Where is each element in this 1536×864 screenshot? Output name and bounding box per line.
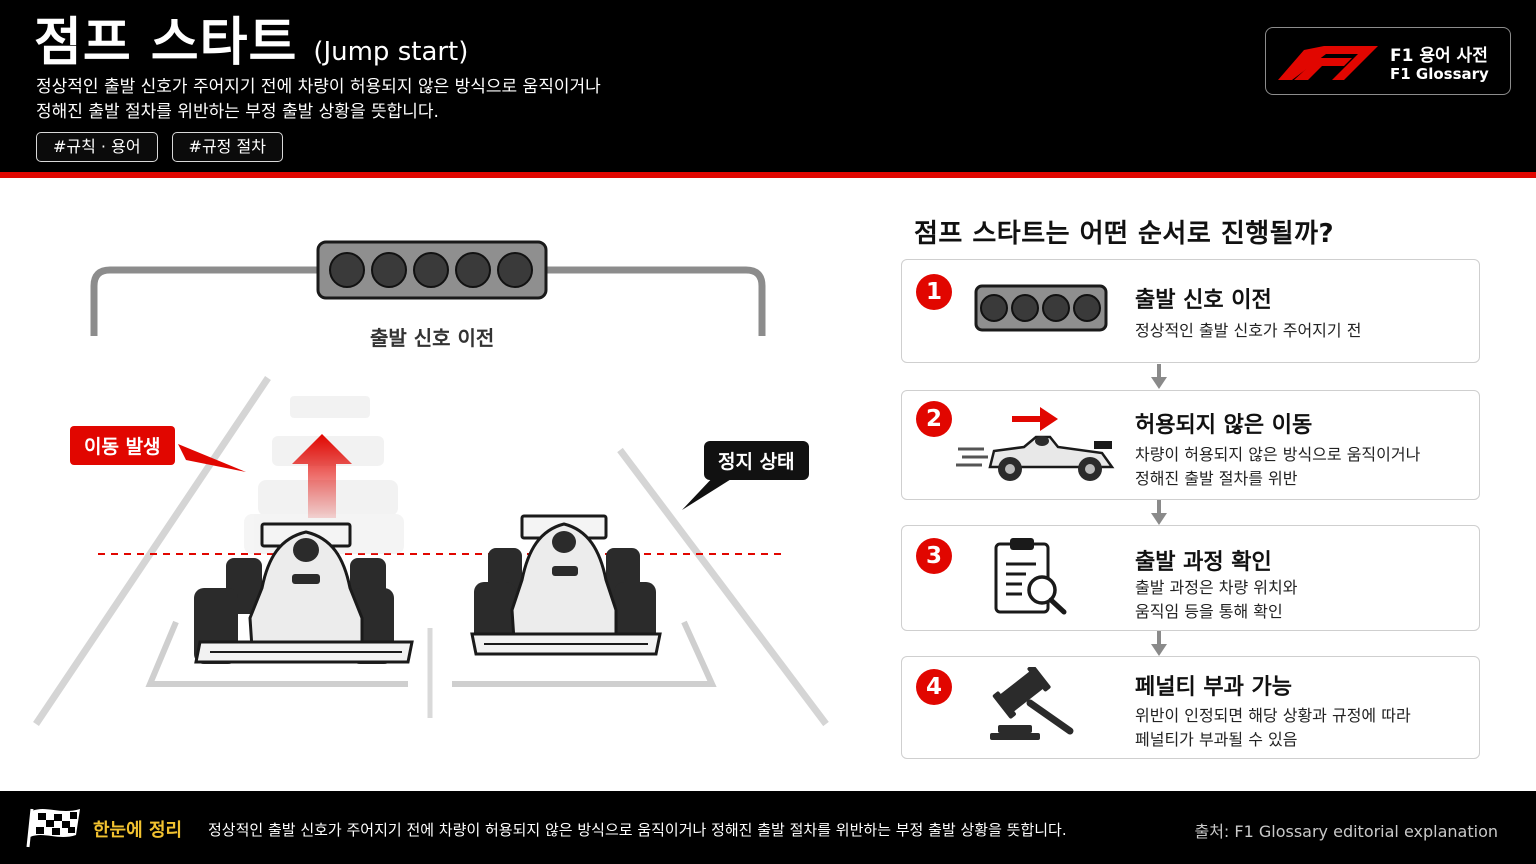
- start-lights-icon: [316, 240, 548, 300]
- step-card-4: 4 페널티 부과 가능 위반이 인정되면 해당 상황과 규정에 따라 페널티가 …: [901, 656, 1480, 759]
- step-heading-3: 출발 과정 확인: [1135, 550, 1272, 575]
- step-heading-2: 허용되지 않은 이동: [1135, 413, 1313, 438]
- step-description-4-line-1: 위반이 인정되면 해당 상황과 규정에 따라: [1135, 706, 1411, 725]
- step-description-4-line-2: 페널티가 부과될 수 있음: [1135, 730, 1298, 749]
- jump-start-illustration: 출발 신호 이전 이동 발생 정지 상태: [0, 178, 880, 790]
- step-description-2-line-1: 차량이 허용되지 않은 방식으로 움직이거나: [1135, 445, 1421, 464]
- moving-car: [194, 522, 414, 664]
- glossary-badge: F1 용어 사전 F1 Glossary: [1265, 27, 1511, 95]
- checkered-flag-icon: [26, 808, 80, 848]
- step-arrow-3: [1151, 631, 1167, 656]
- stopped-car: [470, 514, 662, 656]
- header-divider: [0, 172, 1536, 178]
- term-description: 정상적인 출발 신호가 주어지기 전에 차량이 허용되지 않은 방식으로 움직이…: [36, 75, 676, 125]
- page-title: 점프 스타트: [34, 13, 298, 73]
- step-number-4: 4: [916, 669, 952, 705]
- gavel-icon: [990, 667, 1074, 740]
- bubble-tail-move: [178, 444, 246, 472]
- clipboard-search-icon: [994, 538, 1067, 615]
- step-arrow-1: [1151, 364, 1167, 389]
- grid-scene: [33, 240, 829, 727]
- step-heading-4: 페널티 부과 가능: [1135, 675, 1292, 700]
- step-description-3-line-2: 움직임 등을 통해 확인: [1135, 602, 1283, 621]
- step-description-3-line-1: 출발 과정은 차량 위치와: [1135, 578, 1298, 597]
- bubble-tail-stop: [682, 474, 736, 510]
- step-number-3: 3: [916, 538, 952, 574]
- start-lights-icon: [974, 284, 1108, 332]
- grid-box-right: [452, 620, 717, 687]
- track-edge-left: [33, 376, 271, 726]
- glossary-title: F1 용어 사전: [1390, 46, 1488, 66]
- footer-summary-text: 정상적인 출발 신호가 주어지기 전에 차량이 허용되지 않은 방식으로 움직이…: [208, 821, 1067, 839]
- f1-logo-icon: [1278, 46, 1378, 80]
- lights-label: 출발 신호 이전: [370, 326, 495, 350]
- step-card-3: 3 출발 과정 확인 출발 과정은 차량 위치와 움직임 등을 통해 확인: [901, 525, 1480, 631]
- moving-callout: 이동 발생: [70, 426, 175, 465]
- step-card-2: 2 허용되지 않은 이동 차량이 허용되지 않은 방식으로 움직이거나 정해진 …: [901, 390, 1480, 500]
- moving-car-icon: [956, 407, 1115, 481]
- description-line-2: 정해진 출발 절차를 위반하는 부정 출발 상황을 뜻합니다.: [36, 102, 439, 122]
- step-arrow-2: [1151, 500, 1167, 525]
- footer-source: 출처: F1 Glossary editorial explanation: [1194, 822, 1498, 841]
- glossary-subtitle: F1 Glossary: [1390, 65, 1489, 83]
- step-description-2-line-2: 정해진 출발 절차를 위반: [1135, 469, 1298, 488]
- track-edge-right: [617, 447, 829, 727]
- stopped-callout: 정지 상태: [704, 441, 809, 480]
- step-card-1: 1 출발 신호 이전 정상적인 출발 신호가 주어지기 전: [901, 259, 1480, 363]
- page-title-english: (Jump start): [313, 37, 469, 67]
- step-heading-1: 출발 신호 이전: [1135, 288, 1272, 313]
- forward-arrow-icon: [292, 434, 352, 518]
- grid-box-left: [145, 620, 408, 687]
- tag-procedure[interactable]: #규정 절차: [171, 132, 283, 162]
- header: 점프 스타트 (Jump start) 정상적인 출발 신호가 주어지기 전에 …: [0, 0, 1536, 172]
- step-description-1: 정상적인 출발 신호가 주어지기 전: [1135, 321, 1362, 340]
- footer-summary-label: 한눈에 정리: [93, 820, 183, 841]
- footer-summary-bar: 한눈에 정리 정상적인 출발 신호가 주어지기 전에 차량이 허용되지 않은 방…: [0, 791, 1536, 864]
- steps-title: 점프 스타트는 어떤 순서로 진행될까?: [914, 219, 1335, 249]
- tag-list: #규칙 · 용어 #규정 절차: [36, 132, 283, 162]
- step-number-1: 1: [916, 274, 952, 310]
- description-line-1: 정상적인 출발 신호가 주어지기 전에 차량이 허용되지 않은 방식으로 움직이…: [36, 77, 601, 97]
- step-number-2: 2: [916, 401, 952, 437]
- title-row: 점프 스타트 (Jump start): [34, 12, 468, 74]
- tag-rules[interactable]: #규칙 · 용어: [36, 132, 158, 162]
